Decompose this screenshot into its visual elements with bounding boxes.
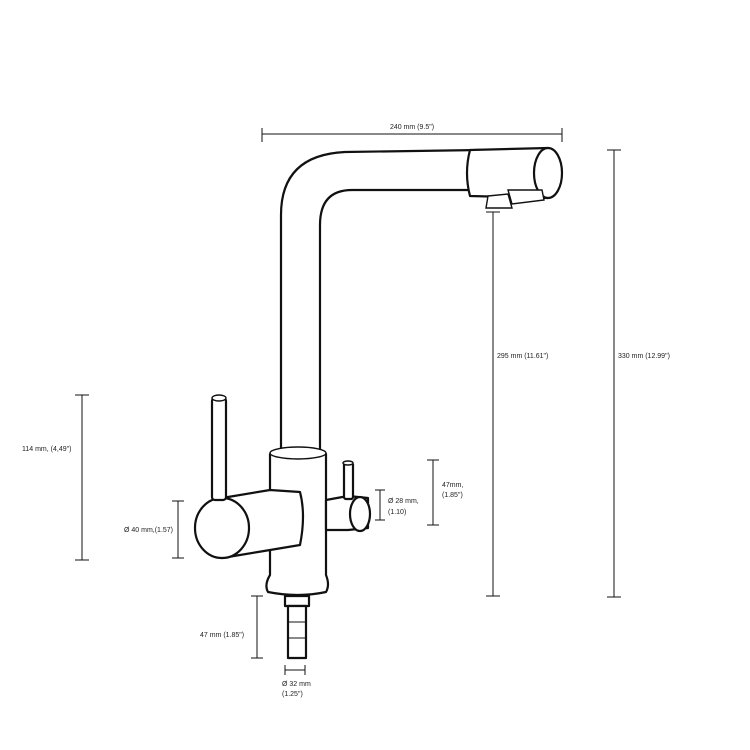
dimension-shank-length: 47 mm (1.85")	[200, 595, 263, 659]
label-small-diameter-1: Ø 28 mm,	[388, 498, 419, 505]
dimension-spout-height: 295 mm (11.61")	[486, 211, 548, 597]
shank-lower	[286, 604, 308, 660]
shank-upper	[283, 594, 311, 608]
nozzle-left	[485, 193, 513, 209]
dimension-small-diameter: Ø 28 mm, (1.10)	[375, 489, 419, 521]
dimension-body-diameter: Ø 40 mm,(1.57)	[124, 500, 184, 559]
label-body-diameter: Ø 40 mm,(1.57)	[124, 527, 173, 534]
spout-head-end	[532, 146, 564, 200]
label-shank-diameter-1: Ø 32 mm	[282, 681, 311, 688]
nozzle-right	[507, 189, 545, 205]
dimension-total-height: 330 mm (12.99")	[607, 149, 670, 598]
left-lever-top	[211, 394, 227, 402]
dimension-spout-reach: 240 mm (9.5")	[261, 124, 563, 142]
right-lever-top	[342, 460, 354, 466]
main-body-top	[269, 446, 327, 460]
left-handle-cap	[193, 496, 251, 560]
label-small-diameter-2: (1.10)	[388, 509, 406, 516]
label-small-lever-1: 47mm,	[442, 482, 463, 489]
label-spout-height: 295 mm (11.61")	[497, 353, 548, 360]
label-shank-length: 47 mm (1.85")	[200, 632, 244, 639]
spout-pipe	[279, 148, 482, 454]
dimension-lever-height: 114 mm, (4,49")	[22, 394, 89, 561]
dimension-small-lever: 47mm, (1.85")	[427, 459, 463, 526]
faucet-illustration	[193, 146, 564, 660]
right-handle-cap	[348, 495, 372, 533]
right-lever	[342, 461, 355, 501]
label-small-lever-2: (1.85")	[442, 492, 463, 499]
dimension-shank-diameter: Ø 32 mm (1.25")	[282, 665, 311, 698]
label-lever-height: 114 mm, (4,49")	[22, 446, 71, 453]
left-lever	[210, 396, 228, 502]
label-shank-diameter-2: (1.25")	[282, 691, 303, 698]
label-spout-reach: 240 mm (9.5")	[390, 124, 434, 131]
label-total-height: 330 mm (12.99")	[618, 353, 670, 360]
